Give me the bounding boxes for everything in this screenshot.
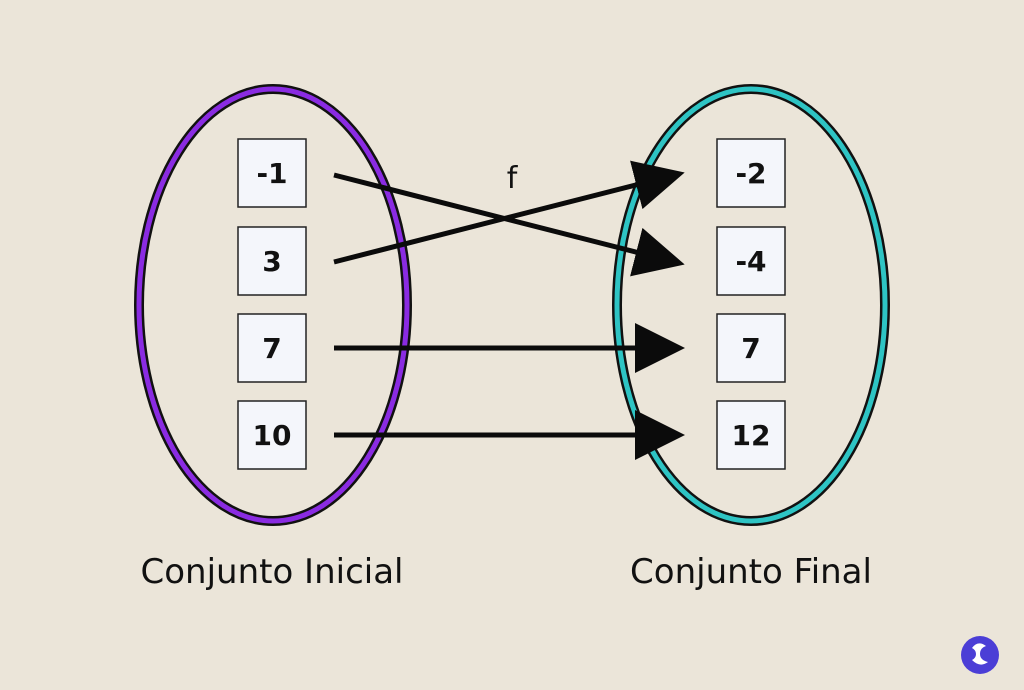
initial-element-0: -1: [237, 138, 307, 208]
element-box: [716, 226, 786, 296]
element-box: [237, 313, 307, 383]
element-value: 7: [262, 332, 281, 365]
final-element-1: -4: [716, 226, 786, 296]
mapping-arrows: [333, 160, 685, 460]
initial-element-2: 7: [237, 313, 307, 383]
element-value: 3: [262, 245, 281, 278]
initial-set-label: Conjunto Inicial: [140, 552, 403, 592]
final-set-label: Conjunto Final: [630, 552, 872, 592]
element-value: 10: [253, 419, 292, 452]
element-box: [237, 138, 307, 208]
function-label: f: [507, 161, 519, 196]
initial-element-1: 3: [237, 226, 307, 296]
element-value: 7: [741, 332, 760, 365]
element-box: [237, 400, 307, 470]
element-value: -2: [735, 157, 766, 190]
element-value: -1: [256, 157, 287, 190]
final-element-0: -2: [716, 138, 786, 208]
element-box: [237, 226, 307, 296]
element-value: -4: [735, 245, 766, 278]
element-box: [716, 138, 786, 208]
mapping-arrow-1: [333, 160, 685, 265]
brand-logo-icon: [961, 636, 999, 674]
element-value: 12: [732, 419, 771, 452]
element-box: [716, 400, 786, 470]
final-element-2: 7: [716, 313, 786, 383]
element-box: [716, 313, 786, 383]
initial-element-3: 10: [237, 400, 307, 470]
final-element-3: 12: [716, 400, 786, 470]
final-set-ellipse-color: [614, 86, 888, 524]
initial-set-ellipse-color: [136, 86, 410, 524]
